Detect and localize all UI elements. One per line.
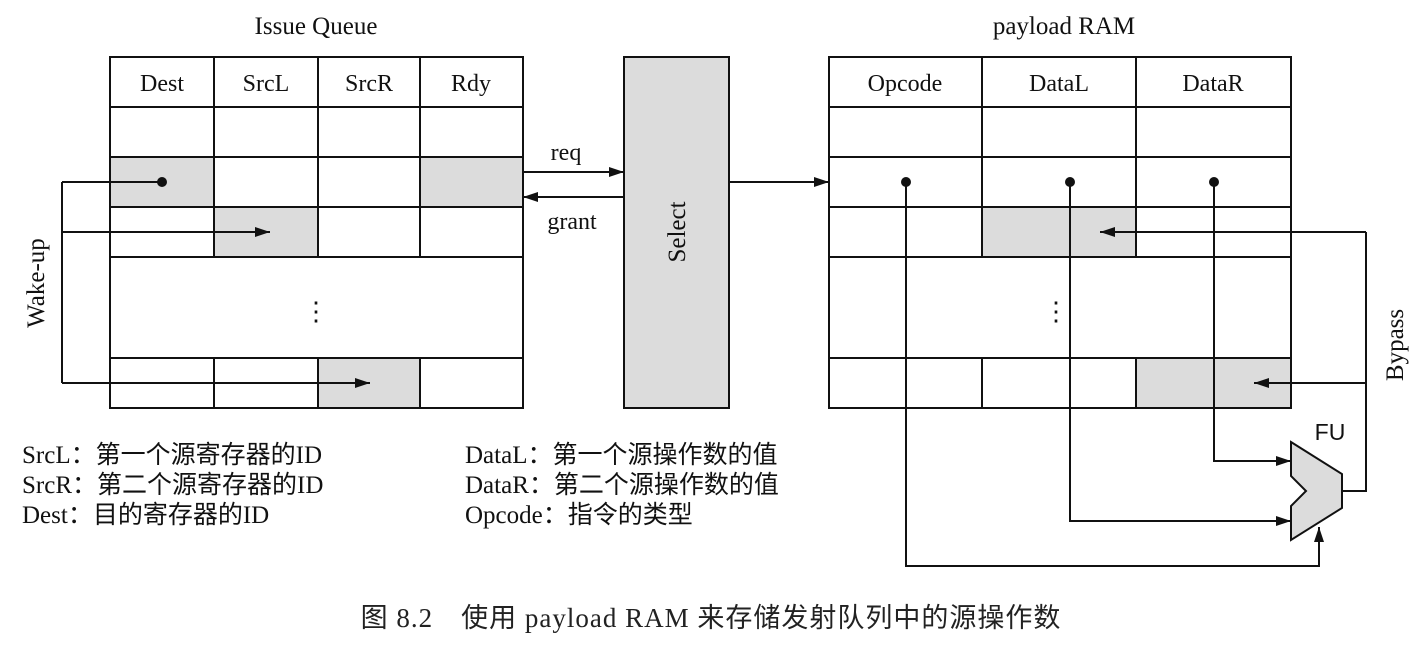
legend-desc: 第一个源寄存器的ID [95, 442, 323, 469]
payload-ram-title: payload RAM [993, 13, 1135, 40]
header-datar: DataR [1182, 71, 1243, 97]
issue-queue: Issue Queue Dest SrcL SrcR Rdy ⋮ [23, 13, 524, 409]
header-srcr: SrcR [345, 71, 393, 97]
rdy-cell-highlight [420, 157, 523, 207]
wakeup-label: Wake-up [23, 238, 50, 328]
legend-item: DataL：第一个源操作数的值 [465, 441, 779, 471]
issue-queue-grid [109, 56, 524, 409]
req-label: req [551, 140, 582, 166]
legend-sep: ： [528, 472, 554, 499]
issue-queue-ellipsis: ⋮ [303, 297, 329, 326]
header-dest: Dest [140, 71, 184, 97]
header-srcl: SrcL [243, 71, 290, 97]
issue-queue-title: Issue Queue [255, 13, 378, 40]
header-rdy: Rdy [451, 71, 491, 97]
select-logic: Select req grant [523, 56, 829, 409]
fu-alu-shape [1290, 440, 1343, 542]
legend-desc: 第二个源寄存器的ID [97, 472, 324, 499]
legend-item: SrcR：第二个源寄存器的ID [22, 471, 323, 501]
select-label: Select [664, 201, 691, 262]
legend-sep: ： [72, 472, 98, 499]
legend-key: DataL [465, 442, 528, 469]
datal-read-dot [1065, 177, 1075, 187]
legend-key: SrcL [22, 442, 71, 469]
payload-ram-ellipsis: ⋮ [1043, 297, 1069, 326]
legend-item: DataR：第二个源操作数的值 [465, 471, 779, 501]
legend-item: SrcL：第一个源寄存器的ID [22, 441, 323, 471]
header-opcode: Opcode [868, 71, 943, 97]
operand-wires [905, 182, 1324, 567]
header-datal: DataL [1029, 71, 1089, 97]
legend-desc: 第二个源操作数的值 [553, 472, 779, 499]
legend-desc: 目的寄存器的ID [92, 502, 270, 529]
legend-key: Opcode [465, 502, 543, 529]
legend-sep: ： [542, 502, 568, 529]
legend-left: SrcL：第一个源寄存器的ID SrcR：第二个源寄存器的ID Dest：目的寄… [22, 441, 323, 531]
legend-desc: 指令的类型 [567, 502, 693, 529]
legend-sep: ： [70, 442, 96, 469]
legend-key: Dest [22, 502, 68, 529]
payload-ram: payload RAM Opcode DataL DataR ⋮ FU [828, 13, 1409, 567]
figure-caption: 图 8.2 使用 payload RAM 来存储发射队列中的源操作数 [360, 603, 1062, 633]
grant-label: grant [547, 209, 597, 235]
fu-label: FU [1315, 419, 1346, 445]
dest-tag-dot [157, 177, 167, 187]
legend-sep: ： [67, 502, 93, 529]
legend-desc: 第一个源操作数的值 [552, 442, 778, 469]
legend-key: DataR [465, 472, 529, 499]
legend-sep: ： [527, 442, 553, 469]
legend-right: DataL：第一个源操作数的值 DataR：第二个源操作数的值 Opcode：指… [465, 441, 779, 531]
bypass-network [1100, 227, 1367, 492]
datar-read-dot [1209, 177, 1219, 187]
legend-item: Opcode：指令的类型 [465, 501, 779, 531]
select-box [623, 56, 730, 409]
wakeup-bus [61, 181, 370, 388]
opcode-read-dot [901, 177, 911, 187]
bypass-label: Bypass [1382, 309, 1409, 381]
legend-item: Dest：目的寄存器的ID [22, 501, 323, 531]
legend-key: SrcR [22, 472, 72, 499]
